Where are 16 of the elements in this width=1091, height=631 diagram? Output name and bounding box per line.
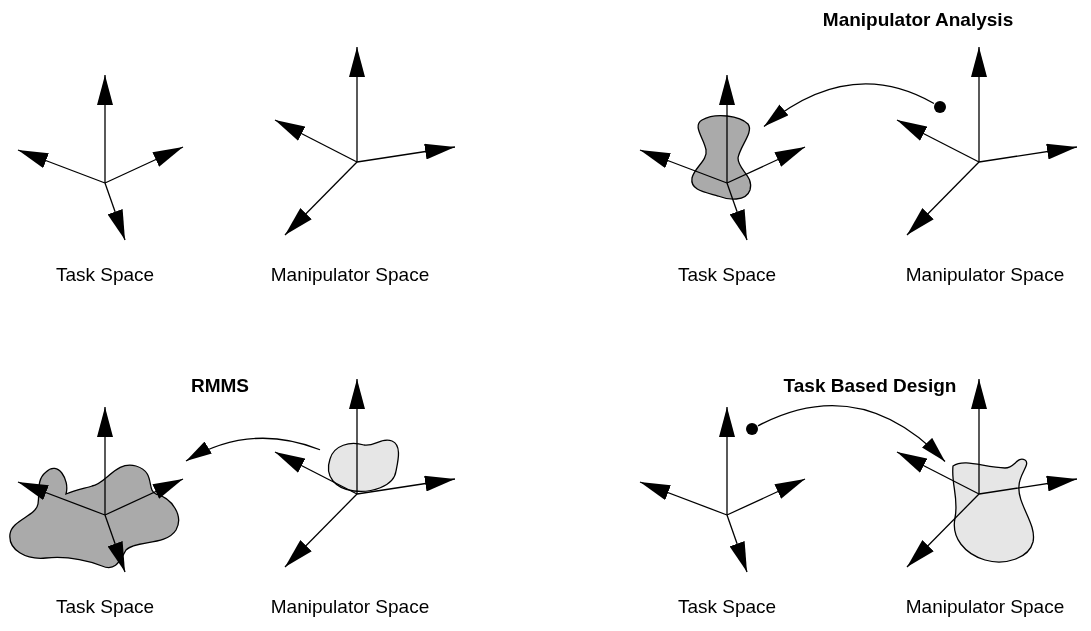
space-label: Manipulator Space xyxy=(270,264,430,286)
panel-title: RMMS xyxy=(190,375,250,397)
space-label: Manipulator Space xyxy=(905,264,1065,286)
curved-arrow xyxy=(185,437,321,462)
space-label: Task Space xyxy=(55,264,155,286)
space-label: Task Space xyxy=(55,596,155,618)
space-label: Manipulator Space xyxy=(905,596,1065,618)
curved-arrow xyxy=(763,83,935,128)
panel-title: Task Based Design xyxy=(783,375,957,397)
space-label: Manipulator Space xyxy=(270,596,430,618)
space-label: Task Space xyxy=(677,264,777,286)
space-label: Task Space xyxy=(677,596,777,618)
point-dot xyxy=(934,101,946,113)
point-dot xyxy=(746,423,758,435)
curved-arrow xyxy=(757,405,946,463)
panel-title: Manipulator Analysis xyxy=(822,9,1014,31)
